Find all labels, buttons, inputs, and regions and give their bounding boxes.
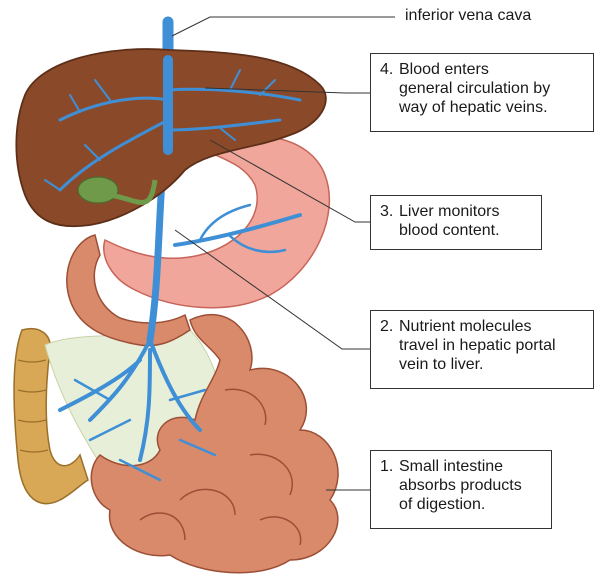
step-3-number: 3. xyxy=(380,202,393,221)
step-2-text: Nutrient molecules travel in hepatic por… xyxy=(380,317,585,374)
gallbladder xyxy=(78,177,118,203)
label-step-4: 4. Blood enters general circulation by w… xyxy=(370,53,594,132)
step-3-text: Liver monitors blood content. xyxy=(380,202,533,240)
step-2-number: 2. xyxy=(380,317,393,336)
label-step-1: 1. Small intestine absorbs products of d… xyxy=(370,450,552,529)
label-step-3: 3. Liver monitors blood content. xyxy=(370,195,542,250)
step-1-text: Small intestine absorbs products of dige… xyxy=(380,457,543,514)
label-step-2: 2. Nutrient molecules travel in hepatic … xyxy=(370,310,594,389)
step-4-number: 4. xyxy=(380,60,393,79)
step-4-text: Blood enters general circulation by way … xyxy=(380,60,585,117)
label-inferior-vena-cava: inferior vena cava xyxy=(405,7,531,25)
step-1-number: 1. xyxy=(380,457,393,476)
